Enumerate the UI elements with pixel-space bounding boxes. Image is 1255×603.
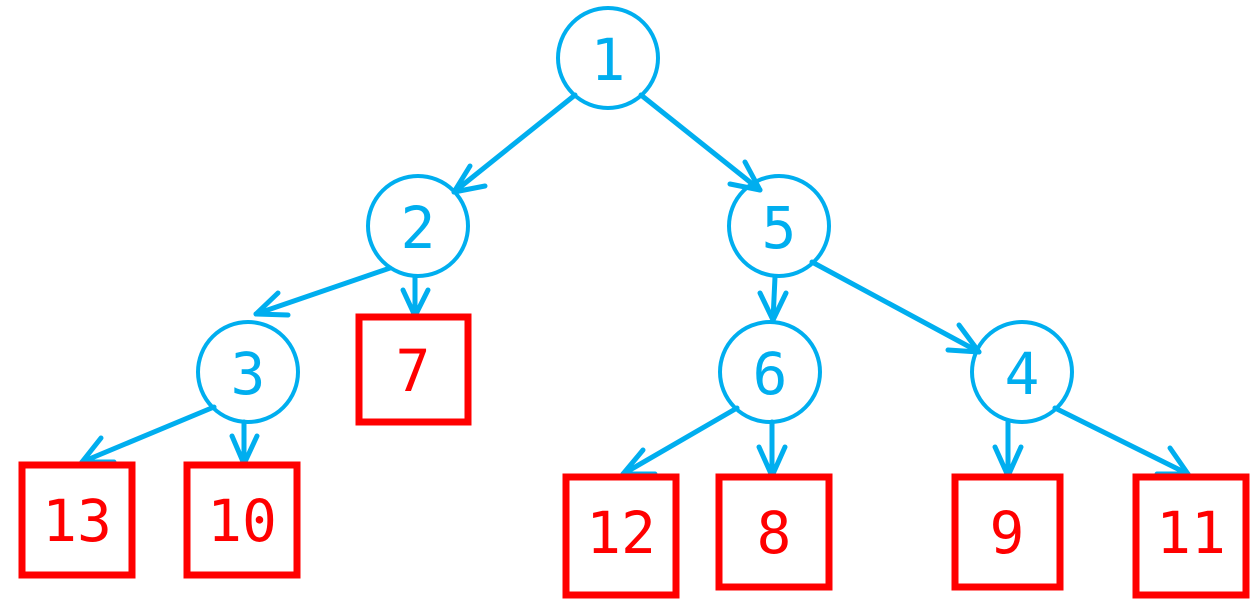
edge-2-to-7 [400, 274, 431, 319]
node-3-label: 3 [231, 340, 266, 408]
node-12-box[interactable] [562, 473, 680, 599]
edge-3-to-13 [79, 404, 217, 465]
edge-1-to-5 [638, 92, 763, 193]
edge-6-to-8 [756, 419, 788, 479]
node-1-label: 1 [591, 26, 626, 94]
node-2-circle[interactable] [366, 174, 470, 278]
node-group: 1 2 5 3 6 4 [18, 6, 1250, 599]
node-2-label: 2 [401, 194, 436, 262]
node-8-label: 8 [757, 499, 792, 567]
node-2[interactable]: 2 [366, 174, 470, 278]
node-10-box[interactable] [183, 461, 301, 579]
node-8-box[interactable] [715, 473, 833, 591]
node-9-box[interactable] [951, 473, 1064, 591]
node-3[interactable]: 3 [196, 320, 300, 424]
node-9-label: 9 [990, 499, 1025, 567]
node-3-circle[interactable] [196, 320, 300, 424]
edge-5-to-4 [809, 259, 982, 355]
node-7-box[interactable] [355, 313, 472, 426]
node-4-label: 4 [1005, 340, 1040, 408]
node-6-circle[interactable] [718, 320, 822, 424]
edge-1-to-2 [451, 92, 578, 195]
node-4-circle[interactable] [970, 320, 1074, 424]
node-5-label: 5 [762, 194, 797, 262]
node-13-label: 13 [42, 487, 112, 555]
node-8[interactable]: 8 [715, 473, 833, 591]
node-4[interactable]: 4 [970, 320, 1074, 424]
node-1[interactable]: 1 [556, 6, 660, 110]
node-7[interactable]: 7 [355, 313, 472, 426]
edge-3-to-10 [229, 419, 260, 467]
node-12-label: 12 [586, 499, 656, 567]
edge-5-to-6 [757, 274, 789, 323]
node-10[interactable]: 10 [183, 461, 301, 579]
edge-group [79, 92, 1191, 479]
node-5-circle[interactable] [727, 174, 831, 278]
edge-2-to-3 [253, 265, 393, 318]
node-6[interactable]: 6 [718, 320, 822, 424]
node-1-circle[interactable] [556, 6, 660, 110]
node-5[interactable]: 5 [727, 174, 831, 278]
edge-4-to-11 [1052, 405, 1191, 477]
edge-6-to-12 [620, 405, 740, 477]
node-9[interactable]: 9 [951, 473, 1064, 591]
node-10-label: 10 [207, 487, 277, 555]
node-13-box[interactable] [18, 461, 136, 579]
node-11-label: 11 [1156, 499, 1226, 567]
edge-4-to-9 [992, 419, 1024, 479]
node-6-label: 6 [753, 340, 788, 408]
node-11[interactable]: 11 [1132, 473, 1250, 599]
node-13[interactable]: 13 [18, 461, 136, 579]
node-7-label: 7 [396, 337, 431, 405]
node-11-box[interactable] [1132, 473, 1250, 599]
node-12[interactable]: 12 [562, 473, 680, 599]
